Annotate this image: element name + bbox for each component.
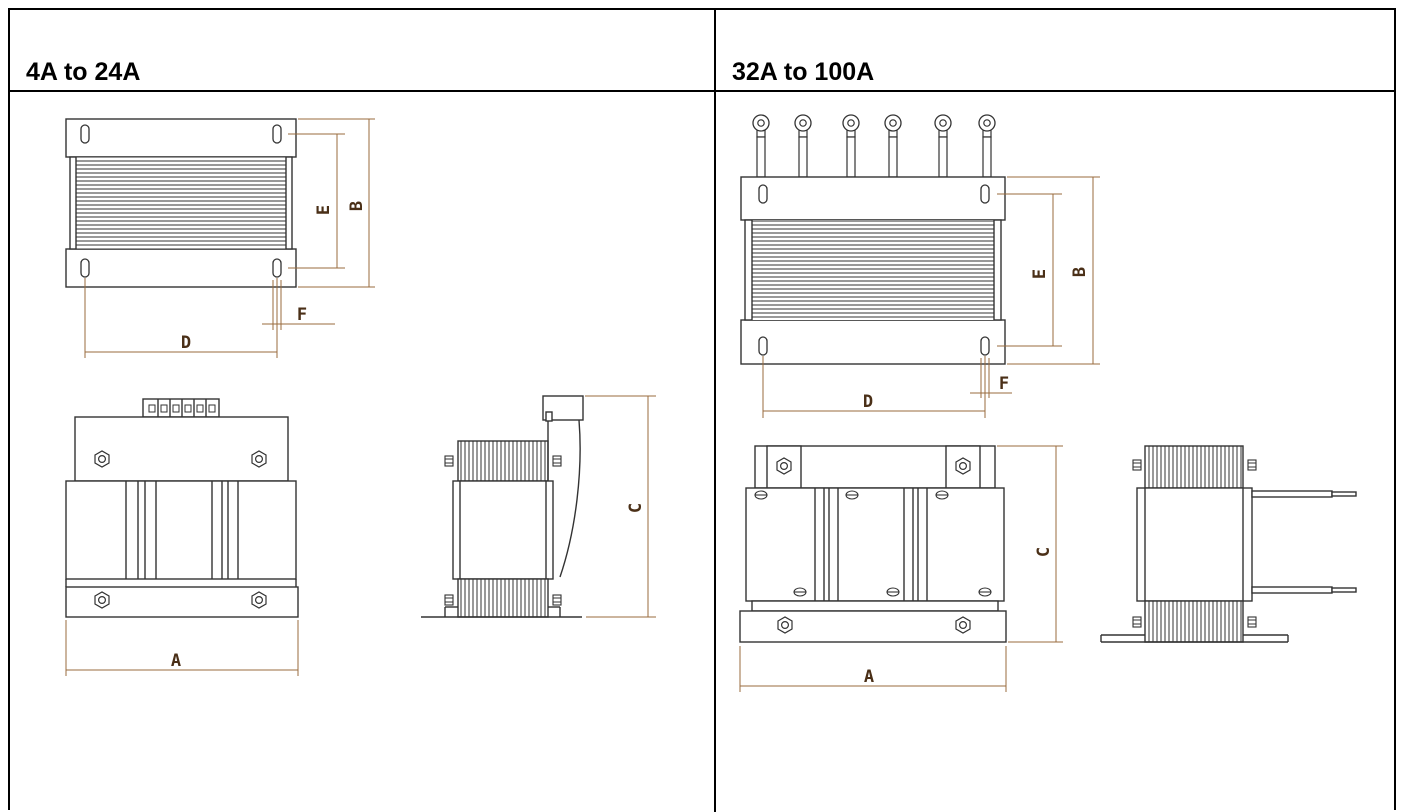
dim-a-label: A — [864, 667, 874, 687]
nut-icon — [955, 616, 971, 634]
header-divider — [10, 90, 1394, 92]
right-top-view — [740, 176, 1006, 365]
right-top-dimensions — [762, 176, 1100, 418]
clamp-screw-icon — [754, 490, 992, 597]
right-front-view — [739, 445, 1007, 643]
mounting-slot-icon — [758, 336, 768, 356]
right-front-dimensions — [739, 445, 1063, 692]
cable-lug-icon — [884, 114, 902, 178]
mounting-slot-icon — [272, 258, 282, 278]
left-panel-heading: 4A to 24A — [26, 58, 141, 86]
left-front-view — [65, 398, 299, 618]
dim-c-label: C — [626, 503, 646, 513]
cable-lug-icon — [794, 114, 812, 178]
left-side-dimensions — [585, 395, 656, 618]
dim-e-label: E — [314, 205, 334, 215]
bolt-icon — [552, 455, 562, 467]
dim-f-label: F — [297, 305, 307, 325]
bolt-icon — [1132, 616, 1142, 628]
dim-b-label: B — [347, 201, 367, 211]
terminal-block-icon — [148, 404, 216, 413]
nut-icon — [94, 591, 110, 609]
cable-lug-icon — [934, 114, 952, 178]
bolt-icon — [552, 594, 562, 606]
mounting-slot-icon — [980, 184, 990, 204]
nut-icon — [776, 457, 792, 475]
dim-d-label: D — [863, 392, 873, 412]
left-front-dimensions — [65, 620, 299, 676]
mounting-slot-icon — [272, 124, 282, 144]
nut-icon — [777, 616, 793, 634]
bolt-icon — [1247, 459, 1257, 471]
left-top-view — [65, 118, 297, 288]
bolt-icon — [1132, 459, 1142, 471]
left-side-view — [421, 395, 584, 618]
mounting-slot-icon — [758, 184, 768, 204]
dim-e-label: E — [1030, 269, 1050, 279]
dim-b-label: B — [1070, 267, 1090, 277]
column-divider — [714, 10, 716, 812]
cable-lug-icon — [978, 114, 996, 178]
bolt-icon — [444, 455, 454, 467]
left-top-dimensions — [84, 118, 375, 358]
table-frame: 4A to 24A 32A to 100A — [8, 8, 1396, 812]
mounting-slot-icon — [80, 258, 90, 278]
dim-f-label: F — [999, 374, 1009, 394]
nut-icon — [251, 450, 267, 468]
dim-d-label: D — [181, 333, 191, 353]
cable-lug-icon — [752, 114, 770, 178]
nut-icon — [94, 450, 110, 468]
nut-icon — [251, 591, 267, 609]
mounting-slot-icon — [80, 124, 90, 144]
dim-c-label: C — [1034, 547, 1054, 557]
bolt-icon — [1247, 616, 1257, 628]
mounting-slot-icon — [980, 336, 990, 356]
cable-lug-icon — [842, 114, 860, 178]
right-panel-heading: 32A to 100A — [732, 58, 875, 86]
bolt-icon — [444, 594, 454, 606]
dim-a-label: A — [171, 651, 181, 671]
nut-icon — [955, 457, 971, 475]
right-side-view — [1100, 445, 1357, 643]
